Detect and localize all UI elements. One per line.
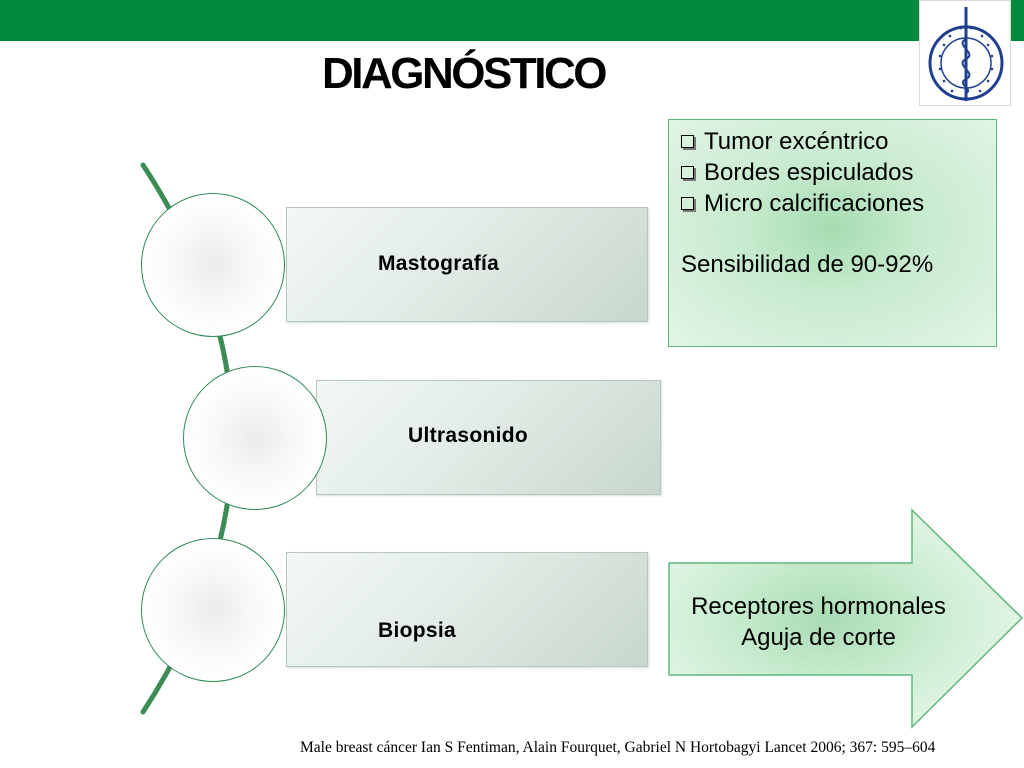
finding-item: Bordes espiculados <box>681 157 924 188</box>
mastografia-details-box: Tumor excéntrico Bordes espiculados Micr… <box>668 119 997 347</box>
finding-text: Bordes espiculados <box>704 159 914 186</box>
biopsia-details: Receptores hormonales Aguja de corte <box>672 591 965 653</box>
findings-list: Tumor excéntrico Bordes espiculados Micr… <box>681 126 924 219</box>
step-card-mastografia <box>286 207 648 322</box>
finding-text: Micro calcificaciones <box>704 190 925 217</box>
finding-item: Tumor excéntrico <box>681 126 924 157</box>
biopsia-detail-line: Receptores hormonales <box>691 593 946 620</box>
step-circle-ultrasonido <box>183 366 327 510</box>
step-label-ultrasonido: Ultrasonido <box>408 424 528 447</box>
slide-title: DIAGNÓSTICO <box>322 49 607 98</box>
biopsia-detail-line: Aguja de corte <box>741 624 896 651</box>
finding-item: Micro calcificaciones <box>681 188 924 219</box>
citation-text: Male breast cáncer Ian S Fentiman, Alain… <box>300 739 936 756</box>
checkbox-bullet-icon <box>681 135 694 148</box>
step-label-biopsia: Biopsia <box>378 619 456 642</box>
finding-text: Tumor excéntrico <box>704 128 889 155</box>
step-card-biopsia <box>286 552 648 667</box>
step-card-ultrasonido <box>316 380 661 495</box>
institution-logo <box>919 0 1011 106</box>
header-bar <box>0 0 1024 41</box>
step-label-mastografia: Mastografía <box>378 252 500 275</box>
checkbox-bullet-icon <box>681 166 694 179</box>
sensitivity-text: Sensibilidad de 90-92% <box>681 251 934 278</box>
step-circle-biopsia <box>141 538 285 682</box>
step-circle-mastografia <box>141 193 285 337</box>
institution-seal-icon <box>928 7 1004 101</box>
checkbox-bullet-icon <box>681 197 694 210</box>
